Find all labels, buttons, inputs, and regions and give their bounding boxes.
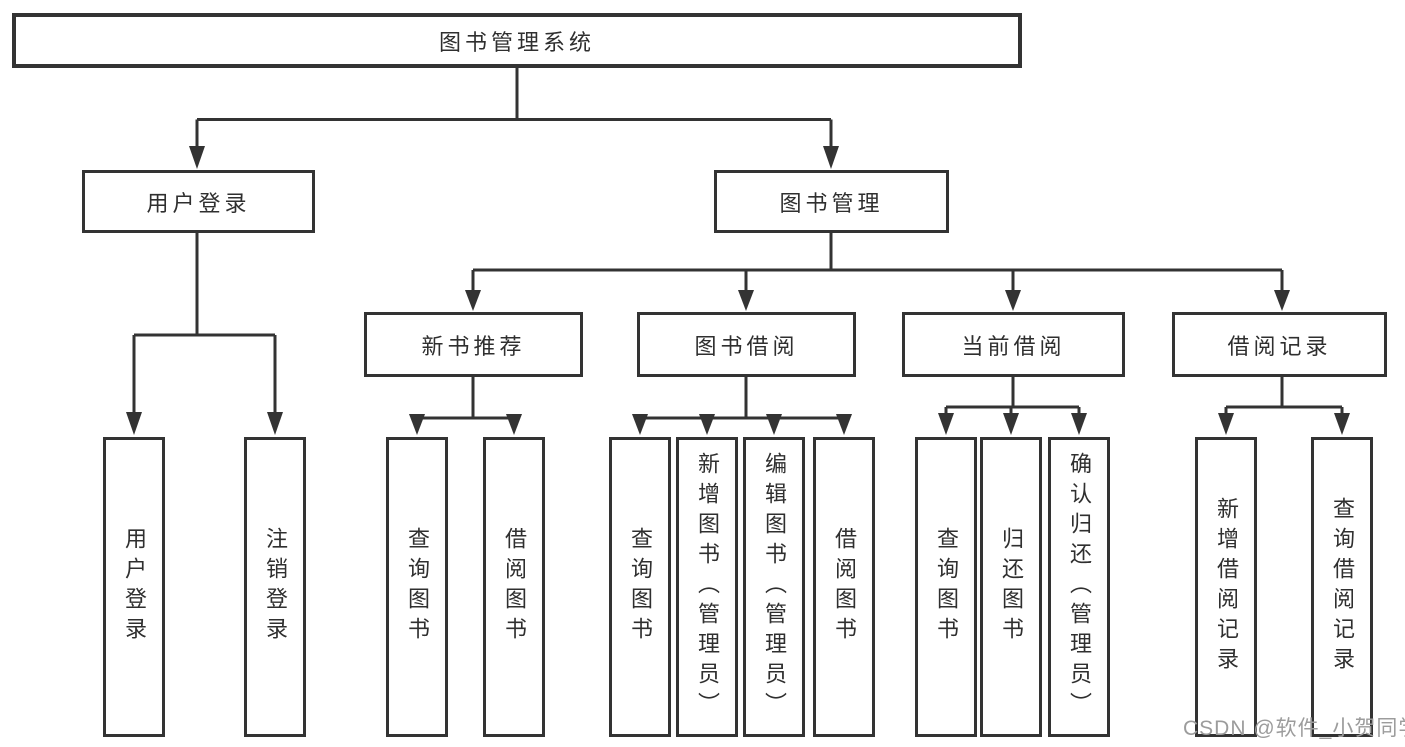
node-label: 查询图书 [934, 527, 959, 647]
node-label: 借阅图书 [502, 527, 527, 647]
node-label: 查询图书 [628, 527, 653, 647]
node-label: 编辑图书（管理员） [762, 452, 787, 722]
node-label: 新增图书（管理员） [695, 452, 720, 722]
node-label: 图书借阅 [694, 333, 799, 359]
node-label: 确认归还（管理员） [1067, 452, 1092, 722]
node-label: 图书管理系统 [438, 29, 595, 55]
node-label: 新增借阅记录 [1214, 497, 1239, 677]
node-label: 借阅图书 [832, 527, 857, 647]
node-label: 查询图书 [405, 527, 430, 647]
leaf-query-books-recommend: 查询图书 [386, 437, 448, 737]
node-current-borrowing: 当前借阅 [902, 312, 1125, 377]
leaf-edit-books-admin: 编辑图书（管理员） [743, 437, 805, 737]
leaf-borrow-books-recommend: 借阅图书 [483, 437, 545, 737]
leaf-borrow-books: 借阅图书 [813, 437, 875, 737]
leaf-user-login: 用户登录 [103, 437, 165, 737]
node-borrow-records: 借阅记录 [1172, 312, 1387, 377]
node-label: 当前借阅 [961, 333, 1066, 359]
leaf-logout: 注销登录 [244, 437, 306, 737]
node-label: 借阅记录 [1227, 333, 1332, 359]
node-label: 归还图书 [999, 527, 1024, 647]
node-label: 新书推荐 [421, 333, 526, 359]
node-book-borrowing: 图书借阅 [637, 312, 856, 377]
leaf-query-borrow-record: 查询借阅记录 [1311, 437, 1373, 737]
node-library-management-system: 图书管理系统 [12, 13, 1022, 68]
node-book-management: 图书管理 [714, 170, 949, 233]
node-new-book-recommend: 新书推荐 [364, 312, 583, 377]
leaf-add-books-admin: 新增图书（管理员） [676, 437, 738, 737]
csdn-watermark: CSDN @软件_小贺同学 [1183, 717, 1405, 740]
node-label: 注销登录 [263, 527, 288, 647]
node-label: 用户登录 [122, 527, 147, 647]
leaf-query-books-borrow: 查询图书 [609, 437, 671, 737]
node-user-login: 用户登录 [82, 170, 315, 233]
leaf-confirm-return-admin: 确认归还（管理员） [1048, 437, 1110, 737]
node-label: 用户登录 [146, 190, 251, 216]
leaf-add-borrow-record: 新增借阅记录 [1195, 437, 1257, 737]
leaf-return-books: 归还图书 [980, 437, 1042, 737]
node-label: 查询借阅记录 [1330, 497, 1355, 677]
leaf-query-books-current: 查询图书 [915, 437, 977, 737]
node-label: 图书管理 [779, 190, 884, 216]
